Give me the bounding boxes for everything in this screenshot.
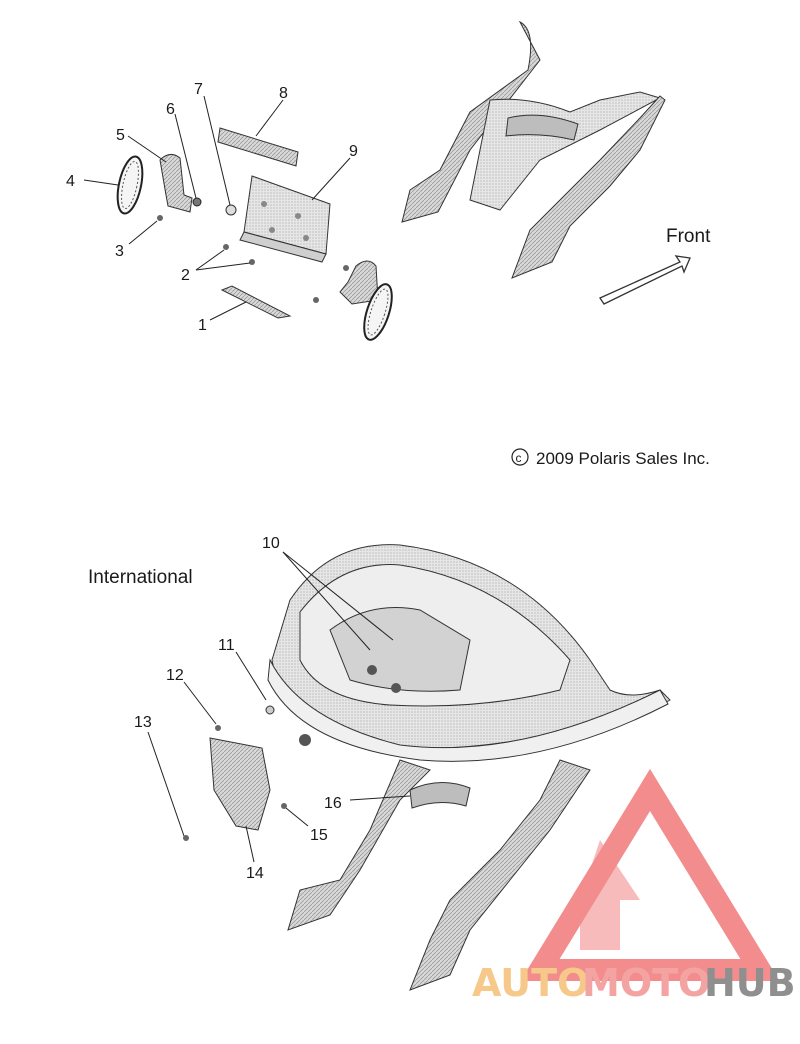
- hardware: [367, 665, 377, 675]
- right-bracket: [339, 260, 379, 305]
- tail-light: [505, 114, 579, 141]
- callout-2: 2: [181, 267, 190, 284]
- callout-5: 5: [116, 127, 125, 144]
- rear-skirt: [267, 658, 669, 762]
- fender-lower-right: [409, 759, 591, 991]
- callout-16: 16: [324, 795, 342, 812]
- right-light: [363, 283, 393, 341]
- nut: [343, 265, 349, 271]
- part-7-grommet: [225, 204, 237, 216]
- callout-12: 12: [166, 667, 184, 684]
- callout-13: 13: [134, 714, 152, 731]
- watermark-hub: HUB: [704, 961, 796, 1005]
- callout-4: 4: [66, 173, 75, 190]
- callout-14: 14: [246, 865, 264, 882]
- light-lens: [367, 288, 389, 336]
- part-9-lip: [239, 231, 327, 263]
- callout-7: 7: [194, 81, 203, 98]
- part-14-plate-bracket: [209, 737, 271, 831]
- watermark-logo: [520, 768, 780, 981]
- copyright-text: 2009 Polaris Sales Inc.: [536, 449, 710, 468]
- bolt-hole: [303, 235, 309, 241]
- fender-lower: [511, 95, 666, 279]
- callout-6: 6: [166, 101, 175, 118]
- part-4-left-light: [116, 155, 144, 215]
- bolt-hole: [295, 213, 301, 219]
- callout-11: 11: [218, 637, 235, 654]
- part-13-bolt: [183, 835, 189, 841]
- front-label: Front: [666, 226, 711, 247]
- part-15-nut: [281, 803, 287, 809]
- part-5-left-bracket: [159, 154, 193, 213]
- watermark-text: AUTO MOTO HUB: [472, 961, 796, 1005]
- top-bracket-assembly: 4 5 3 6 7 8 9 2 1: [66, 81, 393, 341]
- part-8-strip: [217, 127, 299, 167]
- fender-upper: [401, 20, 541, 223]
- copyright-circle: [511, 448, 529, 466]
- callout-15: 15: [310, 827, 328, 844]
- callout-9: 9: [349, 143, 358, 160]
- international-label: International: [88, 567, 193, 588]
- hardware: [391, 683, 401, 693]
- copyright-symbol: c: [516, 451, 522, 465]
- callout-3: 3: [115, 243, 124, 260]
- front-arrow: [599, 255, 691, 305]
- callout-10: 10: [262, 535, 280, 552]
- logo-triangle-inner: [580, 840, 640, 950]
- top-tail-section: Front: [401, 20, 711, 305]
- copyright-notice: c 2009 Polaris Sales Inc.: [511, 448, 710, 468]
- hardware: [299, 734, 311, 746]
- callout-1: 1: [198, 317, 207, 334]
- part-6-nut: [192, 197, 202, 207]
- watermark-moto: MOTO: [582, 961, 710, 1005]
- bottom-rear-body: 10 11 12 13 14 15 16: [134, 535, 671, 991]
- part-2-screw: [249, 259, 255, 265]
- screw: [313, 297, 319, 303]
- logo-triangle-outer: [520, 768, 780, 981]
- light-lens: [121, 160, 139, 210]
- part-11-spacer: [265, 705, 275, 715]
- part-3-screw: [157, 215, 163, 221]
- fender-lower-left: [287, 759, 431, 931]
- watermark-auto: AUTO: [472, 961, 589, 1005]
- callout-8: 8: [279, 85, 288, 102]
- bolt-hole: [261, 201, 267, 207]
- part-1-cover: [220, 285, 292, 319]
- part-16-tail-light: [409, 782, 471, 809]
- bolt-hole: [269, 227, 275, 233]
- part-2-screw: [223, 244, 229, 250]
- tub-floor: [329, 607, 471, 692]
- part-12-screw: [215, 725, 221, 731]
